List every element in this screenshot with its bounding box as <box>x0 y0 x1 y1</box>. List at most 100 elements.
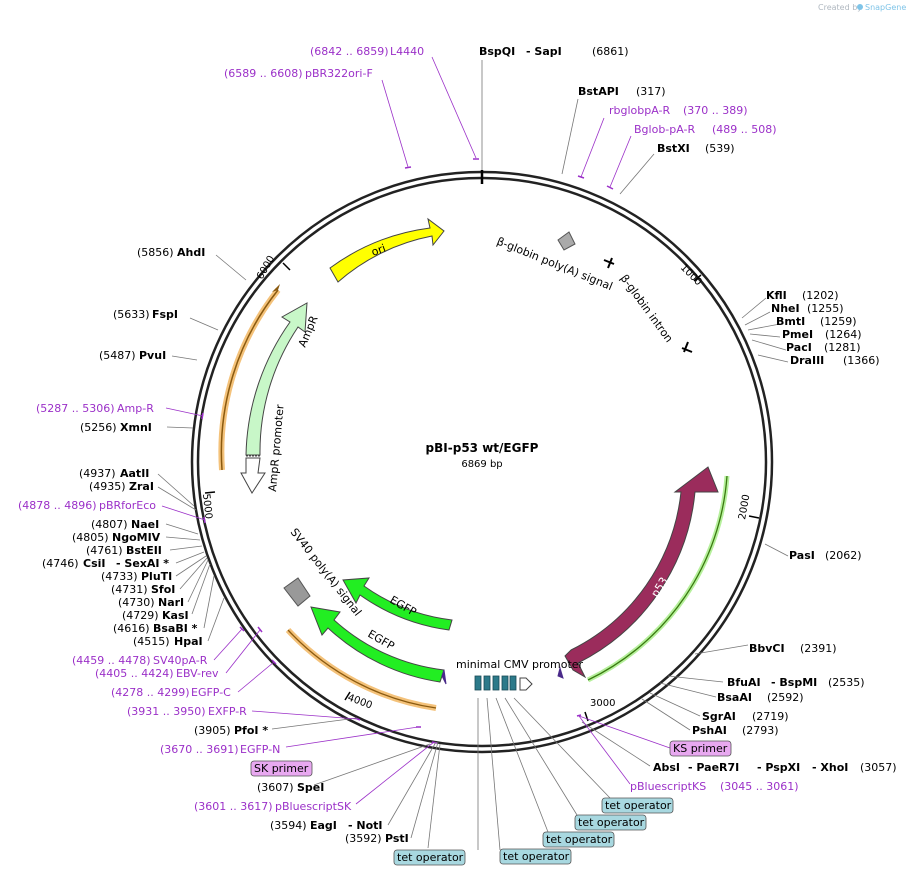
site-draiii[interactable]: DraIII <box>790 354 824 367</box>
primer-pbluescriptsk-pos: (3601 .. 3617) <box>194 800 273 813</box>
tet-operator-box-3[interactable] <box>542 831 615 848</box>
site-bfuai[interactable]: BfuAI <box>727 676 761 689</box>
feature-ampr-promoter-label: AmpR promoter <box>266 404 287 493</box>
primer-ampr[interactable]: Amp-R <box>117 402 154 415</box>
site-kfli[interactable]: KflI <box>766 289 787 302</box>
site-bbvci[interactable]: BbvCI <box>749 642 785 655</box>
feature-beta-globin-polya[interactable]: β-globin poly(A) signal <box>495 231 615 293</box>
primer-ticks <box>201 158 614 744</box>
tet-operator-box-2[interactable] <box>574 814 647 831</box>
site-hpai[interactable]: HpaI <box>174 635 203 648</box>
site-absi[interactable]: AbsI <box>653 761 680 774</box>
site-pvui[interactable]: PvuI <box>139 349 166 362</box>
site-xmni[interactable]: XmnI <box>120 421 152 434</box>
feature-ori[interactable]: ori <box>329 217 445 283</box>
site-psti[interactable]: PstI <box>385 832 409 845</box>
site-ahdi[interactable]: AhdI <box>177 246 205 259</box>
site-sapi[interactable]: - SapI <box>526 45 562 58</box>
site-eagi[interactable]: EagI <box>310 819 337 832</box>
sk-primer-box[interactable] <box>250 760 313 777</box>
site-bfuai-pos: (2535) <box>828 676 865 689</box>
ruler-1000: 1000 <box>678 262 704 288</box>
sk-primer-label: SK primer <box>254 762 309 775</box>
site-kasi[interactable]: KasI <box>162 609 189 622</box>
site-kfli-pos: (1202) <box>802 289 839 302</box>
site-pmei[interactable]: PmeI <box>782 328 813 341</box>
site-csii[interactable]: CsiI <box>83 557 105 570</box>
site-eagi-pos: (3594) <box>270 819 307 832</box>
primer-pbluescriptks[interactable]: pBluescriptKS <box>630 780 706 793</box>
site-bsabi[interactable]: BsaBI * <box>153 622 198 635</box>
watermark-created-by: Created by <box>818 3 862 12</box>
site-naei-pos: (4807) <box>91 518 128 531</box>
primer-ebv[interactable]: EBV-rev <box>176 667 219 680</box>
site-bspqi[interactable]: BspQI <box>479 45 515 58</box>
site-fspi[interactable]: FspI <box>152 308 178 321</box>
site-bstxi[interactable]: BstXI <box>657 142 690 155</box>
site-sexai[interactable]: - SexAI * <box>116 557 169 570</box>
feature-ori-label: ori <box>370 242 388 259</box>
site-naei[interactable]: NaeI <box>131 518 159 531</box>
primer-egfpc[interactable]: EGFP-C <box>191 686 231 699</box>
site-paci[interactable]: PacI <box>786 341 812 354</box>
primer-sv40pa-pos: (4459 .. 4478) <box>72 654 151 667</box>
site-bmti[interactable]: BmtI <box>776 315 805 328</box>
site-pshai[interactable]: PshAI <box>692 724 727 737</box>
site-hpai-pos: (4515) <box>133 635 170 648</box>
site-xhoi[interactable]: - XhoI <box>812 761 848 774</box>
primer-sv40pa[interactable]: SV40pA-R <box>153 654 208 667</box>
feature-sv40-polya[interactable]: SV40 poly(A) signal <box>283 526 364 619</box>
site-noti[interactable]: - NotI <box>348 819 383 832</box>
site-pasi[interactable]: PasI <box>789 549 815 562</box>
site-bsteii[interactable]: BstEII <box>126 544 162 557</box>
site-zrai[interactable]: ZraI <box>129 480 154 493</box>
site-pfoi[interactable]: PfoI * <box>234 724 268 737</box>
site-bspmi[interactable]: - BspMI <box>771 676 817 689</box>
site-csii-pos: (4746) <box>42 557 79 570</box>
primer-egfpn-pos: (3670 .. 3691) <box>160 743 239 756</box>
site-bstapi[interactable]: BstAPI <box>578 85 619 98</box>
site-bsabi-pos: (4616) <box>113 622 150 635</box>
tet-operator-box-4[interactable] <box>499 848 572 865</box>
site-sfoi-pos: (4731) <box>111 583 148 596</box>
tet-operator-box-5[interactable] <box>393 849 466 866</box>
primer-exfpr[interactable]: EXFP-R <box>208 705 247 718</box>
site-zrai-pos: (4935) <box>89 480 126 493</box>
tet-operator-box-1[interactable] <box>601 797 674 814</box>
site-kasi-pos: (4729) <box>122 609 159 622</box>
site-sfoi[interactable]: SfoI <box>151 583 175 596</box>
primer-pbr322ori[interactable]: pBR322ori-F <box>305 67 373 80</box>
primer-egfpn[interactable]: EGFP-N <box>240 743 280 756</box>
primer-rbglobpa[interactable]: rbglobpA-R <box>609 104 670 117</box>
site-nari[interactable]: NarI <box>158 596 184 609</box>
tet-operator-blocks[interactable] <box>474 675 517 691</box>
site-pspxi[interactable]: - PspXI <box>757 761 800 774</box>
site-aatii[interactable]: AatII <box>120 467 149 480</box>
site-ngomiv[interactable]: NgoMIV <box>112 531 161 544</box>
site-bstapi-pos: (317) <box>636 85 666 98</box>
site-pvui-pos: (5487) <box>99 349 136 362</box>
ruler-2000: 2000 <box>737 494 752 521</box>
site-draiii-pos: (1366) <box>843 354 880 367</box>
site-bsaai[interactable]: BsaAI <box>717 691 752 704</box>
site-xmni-pos: (5256) <box>80 421 117 434</box>
site-paci-pos: (1281) <box>824 341 861 354</box>
feature-minimal-cmv[interactable]: minimal CMV promoter <box>456 658 584 691</box>
site-sgrai[interactable]: SgrAI <box>702 710 736 723</box>
site-pluti[interactable]: PluTI <box>141 570 172 583</box>
tet-operator-label-4: tet operator <box>503 850 570 863</box>
site-spei[interactable]: SpeI <box>297 781 324 794</box>
feature-beta-globin-intron[interactable]: β-globin intron <box>603 257 693 353</box>
site-paer7i[interactable]: - PaeR7I <box>688 761 739 774</box>
primer-pbluescriptsk[interactable]: pBluescriptSK <box>275 800 352 813</box>
site-psti-pos: (3592) <box>345 832 382 845</box>
ks-primer-box[interactable] <box>669 740 732 757</box>
primer-pbluescriptks-pos: (3045 .. 3061) <box>720 780 799 793</box>
primer-bglobpa[interactable]: Bglob-pA-R <box>634 123 696 136</box>
site-nhei[interactable]: NheI <box>771 302 800 315</box>
primer-pbrforeco[interactable]: pBRforEco <box>99 499 156 512</box>
plasmid-size: 6869 bp <box>461 459 502 470</box>
site-fspi-pos: (5633) <box>113 308 150 321</box>
primer-l4440[interactable]: L4440 <box>390 45 424 58</box>
